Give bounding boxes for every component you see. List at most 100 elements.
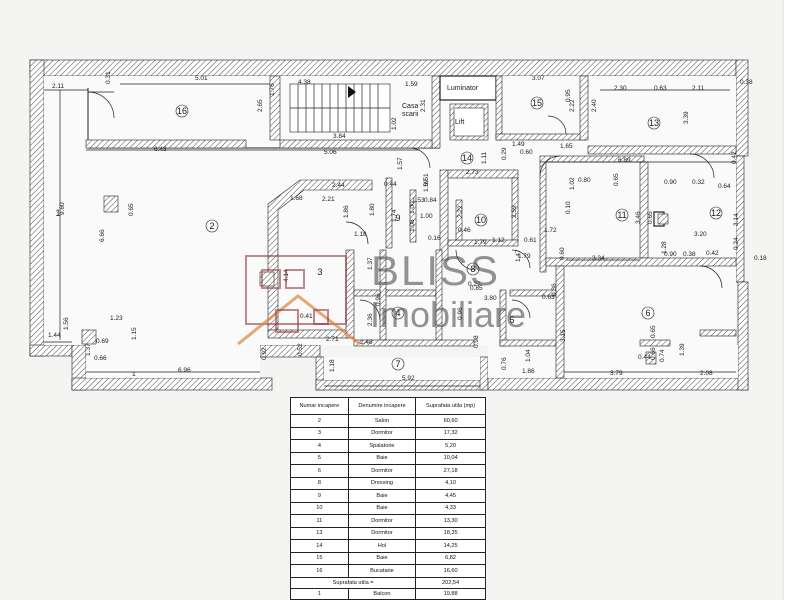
dimension-label: 0.74	[659, 349, 666, 362]
cell-area: 14,25	[415, 539, 486, 553]
dimension-label: 0.31	[105, 71, 112, 84]
dimension-label: 0.18	[754, 255, 767, 262]
dimension-label: 1.12	[492, 237, 505, 244]
dimension-label: 1.18	[354, 231, 367, 238]
cell-area: 4,45	[415, 489, 486, 503]
dimension-label: 0.64	[718, 183, 731, 190]
cell-name: Baie	[347, 501, 417, 515]
dimension-label: 2.65	[257, 99, 264, 112]
dimension-label: 0.52	[297, 343, 304, 356]
dimension-label: 3.07	[532, 75, 545, 82]
dimension-label: 0.36	[551, 283, 558, 296]
dimension-label: 3.15	[560, 329, 567, 342]
dimension-label: 2.21	[322, 196, 335, 203]
cell-area: 5,20	[415, 439, 486, 453]
dimension-label: 0.24	[733, 237, 740, 250]
dimension-label: 1.53	[412, 197, 425, 204]
dimension-label: 0.96	[457, 307, 464, 320]
cell-number: 13	[290, 526, 349, 540]
cell-area: 17,32	[415, 426, 486, 440]
dimension-label: 1.76	[269, 83, 276, 96]
dimension-label: 1.18	[329, 359, 336, 372]
lift-label: Lift	[455, 119, 464, 126]
dimension-label: 1.49	[512, 141, 525, 148]
casa-scarii-label-1: Casa	[402, 103, 418, 110]
dimension-label: 3.84	[333, 133, 346, 140]
dimension-label: 1.47	[515, 249, 522, 262]
dimension-label: 5.06	[324, 149, 337, 156]
dimension-label: 3.39	[683, 111, 690, 124]
dimension-label: 0.76	[501, 357, 508, 370]
dimension-label: 2.36	[367, 313, 374, 326]
cell-number: 2	[290, 414, 349, 428]
doors	[87, 91, 723, 321]
cell-number: 1	[290, 587, 349, 600]
dimension-label: 2.73	[466, 169, 479, 176]
room-14-label: 14	[462, 153, 472, 163]
dimension-label: 0.41	[300, 313, 313, 320]
dimension-label: 0.85	[470, 285, 483, 292]
cell-area: 6,82	[415, 551, 486, 565]
dimension-label: 2.22	[457, 205, 464, 218]
cell-number: 5	[290, 451, 349, 465]
dimension-label: 0.61	[524, 237, 537, 244]
cell-area: 18,35	[415, 526, 486, 540]
dimension-label: 0.60	[559, 247, 566, 260]
dimension-label: 2.22	[569, 99, 576, 112]
dimension-label: 3.80	[484, 295, 497, 302]
cell-name: Dormitor	[347, 426, 417, 440]
cell-number: 8	[290, 476, 349, 490]
cell-area: 4,10	[415, 476, 486, 490]
cell-number: 16	[290, 564, 349, 578]
dimension-label: 1.02	[569, 177, 576, 190]
dimension-label: 1.39	[679, 343, 686, 356]
dimension-label: 1.37	[85, 343, 92, 356]
room-7-label: 7	[395, 359, 400, 369]
dimension-label: 2.59	[511, 205, 518, 218]
dimension-label: 0.63	[542, 294, 555, 301]
room-2-label: 2	[209, 221, 214, 231]
room-3-label: 3	[317, 267, 322, 277]
cell-area: 27,18	[415, 464, 486, 478]
dimension-label: 1.72	[544, 227, 557, 234]
dimension-label: 1.28	[661, 241, 668, 254]
dimension-label: 0.46	[458, 227, 471, 234]
dimension-label: 1.68	[290, 195, 303, 202]
cell-number: 10	[290, 501, 349, 515]
room-6-label: 6	[645, 308, 650, 318]
cell-number: 6	[290, 464, 349, 478]
dimension-label: 3.34	[592, 255, 605, 262]
luminator-label: Luminator	[447, 85, 479, 92]
room-15-label: 15	[532, 98, 542, 108]
cell-area: 10,04	[415, 451, 486, 465]
dimension-label: 0.16	[428, 235, 441, 242]
room-9-label: 9	[395, 213, 400, 223]
cell-name: Baie	[347, 451, 417, 465]
room-12-label: 12	[711, 208, 721, 218]
cell-name: Bucatarie	[347, 564, 417, 578]
dimension-label: 0.63	[654, 85, 667, 92]
dimension-label: 3.20	[694, 231, 707, 238]
interior-walls	[81, 75, 737, 379]
cell-number: 3	[290, 426, 349, 440]
room-11-label: 11	[617, 210, 626, 220]
dimension-label: 1.57	[397, 157, 404, 170]
dimension-label: 0.65	[613, 173, 620, 186]
dimension-label: 0.10	[565, 201, 572, 214]
dimension-label: 0.29	[501, 147, 508, 160]
dimension-label: 2.40	[591, 99, 598, 112]
stairs	[289, 83, 391, 133]
dimension-label: 0.51	[423, 173, 430, 186]
dimension-label: 4.38	[298, 79, 311, 86]
dimension-label: 2.44	[332, 182, 345, 189]
cell-name: Spalatorie	[347, 439, 417, 453]
dimension-label: 1.44	[48, 332, 61, 339]
dimension-label: 4.14	[283, 269, 290, 282]
dimension-label: 1.74	[391, 209, 398, 222]
dimension-label: 1.59	[423, 179, 430, 192]
